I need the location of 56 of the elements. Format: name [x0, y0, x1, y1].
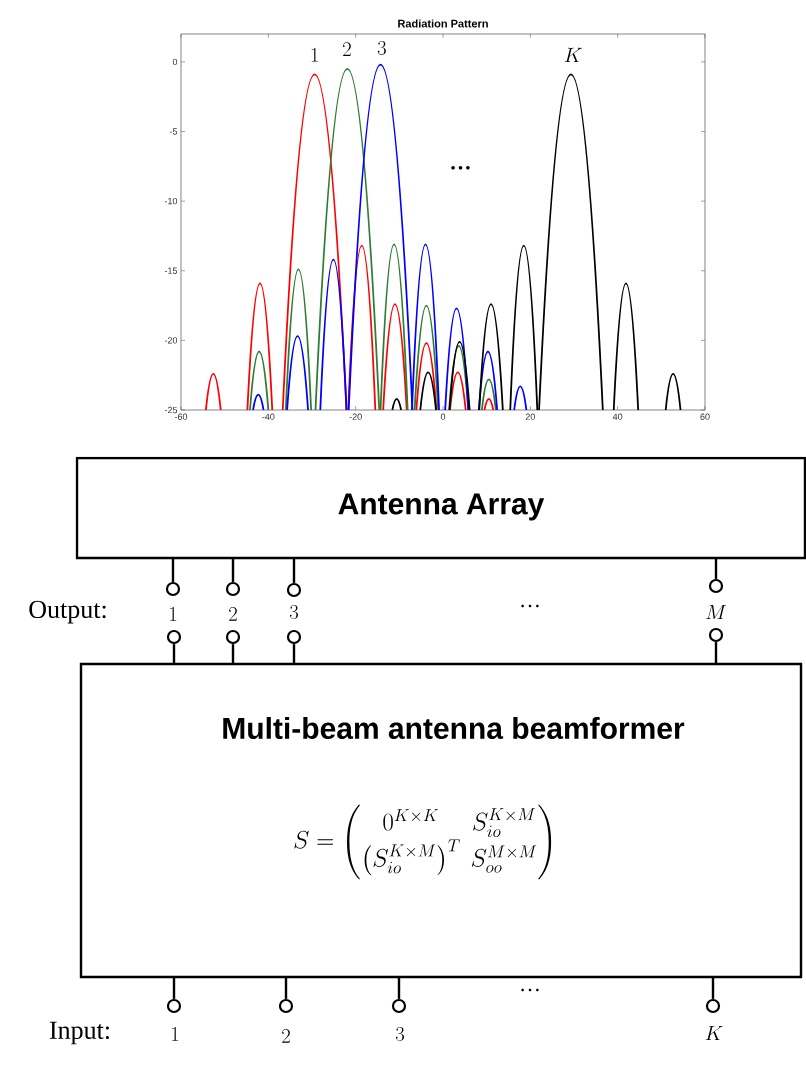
port-terminal [286, 629, 302, 645]
port-terminal [705, 998, 721, 1014]
port-terminal [286, 582, 302, 598]
port-number: $K$ [705, 1025, 723, 1041]
beamformer-box: Multi-beam antenna beamformer $S=\begin{pmatrix}0^{K\times K} & S_{io}^{K\times M}\\ \left(S_{io}^{K\times M}\right)^{T} & S_{oo}^{M\times M}\end{pmatrix}$ [79, 662, 803, 979]
port-caption: Output: [29, 600, 106, 624]
x-tick-label: -40 [262, 413, 275, 420]
y-tick-label: -5 [169, 128, 178, 135]
x-tick-label: 40 [612, 413, 623, 420]
port-terminal [708, 627, 724, 643]
y-tick-label: -15 [164, 267, 178, 274]
x-tick-label: 20 [525, 413, 535, 420]
annotation: … [451, 165, 470, 170]
port-terminal [708, 578, 724, 594]
annotation: $1$ [311, 47, 318, 62]
connector-line [292, 558, 296, 583]
annotation: $2$ [343, 42, 351, 57]
y-tick-label: -25 [164, 406, 178, 414]
connector-line [172, 644, 176, 664]
connector-line [397, 977, 401, 999]
annotation: $K$ [564, 47, 582, 62]
port-number: $1$ [172, 1027, 179, 1041]
array-box: Antenna Array [75, 456, 806, 560]
port-number: $2$ [229, 607, 237, 621]
connector-line [231, 558, 235, 582]
port-number: $3$ [289, 605, 299, 619]
connector-line [284, 977, 288, 999]
y-tick-label: -10 [164, 197, 178, 205]
y-tick-label: -20 [164, 337, 178, 344]
port-number: $M$ [706, 604, 727, 620]
x-tick-label: 60 [700, 413, 710, 420]
port-terminal [166, 629, 182, 645]
port-terminal [225, 629, 241, 645]
port-number: $3$ [395, 1027, 405, 1041]
connector-line [714, 558, 718, 579]
ellipsis: … [521, 604, 539, 608]
x-tick-label: -60 [174, 413, 188, 420]
chart-title: Radiation Pattern [398, 19, 488, 28]
port-caption: Input: [49, 1021, 109, 1045]
connector-line [231, 644, 235, 664]
x-tick-label: -20 [349, 413, 362, 420]
port-terminal [391, 998, 407, 1014]
x-tick-label: 0 [440, 413, 446, 420]
port-terminal [278, 998, 294, 1014]
annotation: $3$ [377, 40, 386, 55]
port-number: $2$ [282, 1029, 290, 1043]
connector-line [171, 558, 175, 582]
port-number: $1$ [170, 607, 177, 621]
connector-line [711, 977, 715, 999]
y-tick-label: 0 [172, 58, 178, 66]
port-terminal [165, 581, 181, 597]
connector-line [292, 644, 296, 664]
port-terminal [225, 581, 241, 597]
port-terminal [166, 998, 182, 1014]
connector-line [714, 642, 718, 664]
connector-line [172, 977, 176, 999]
